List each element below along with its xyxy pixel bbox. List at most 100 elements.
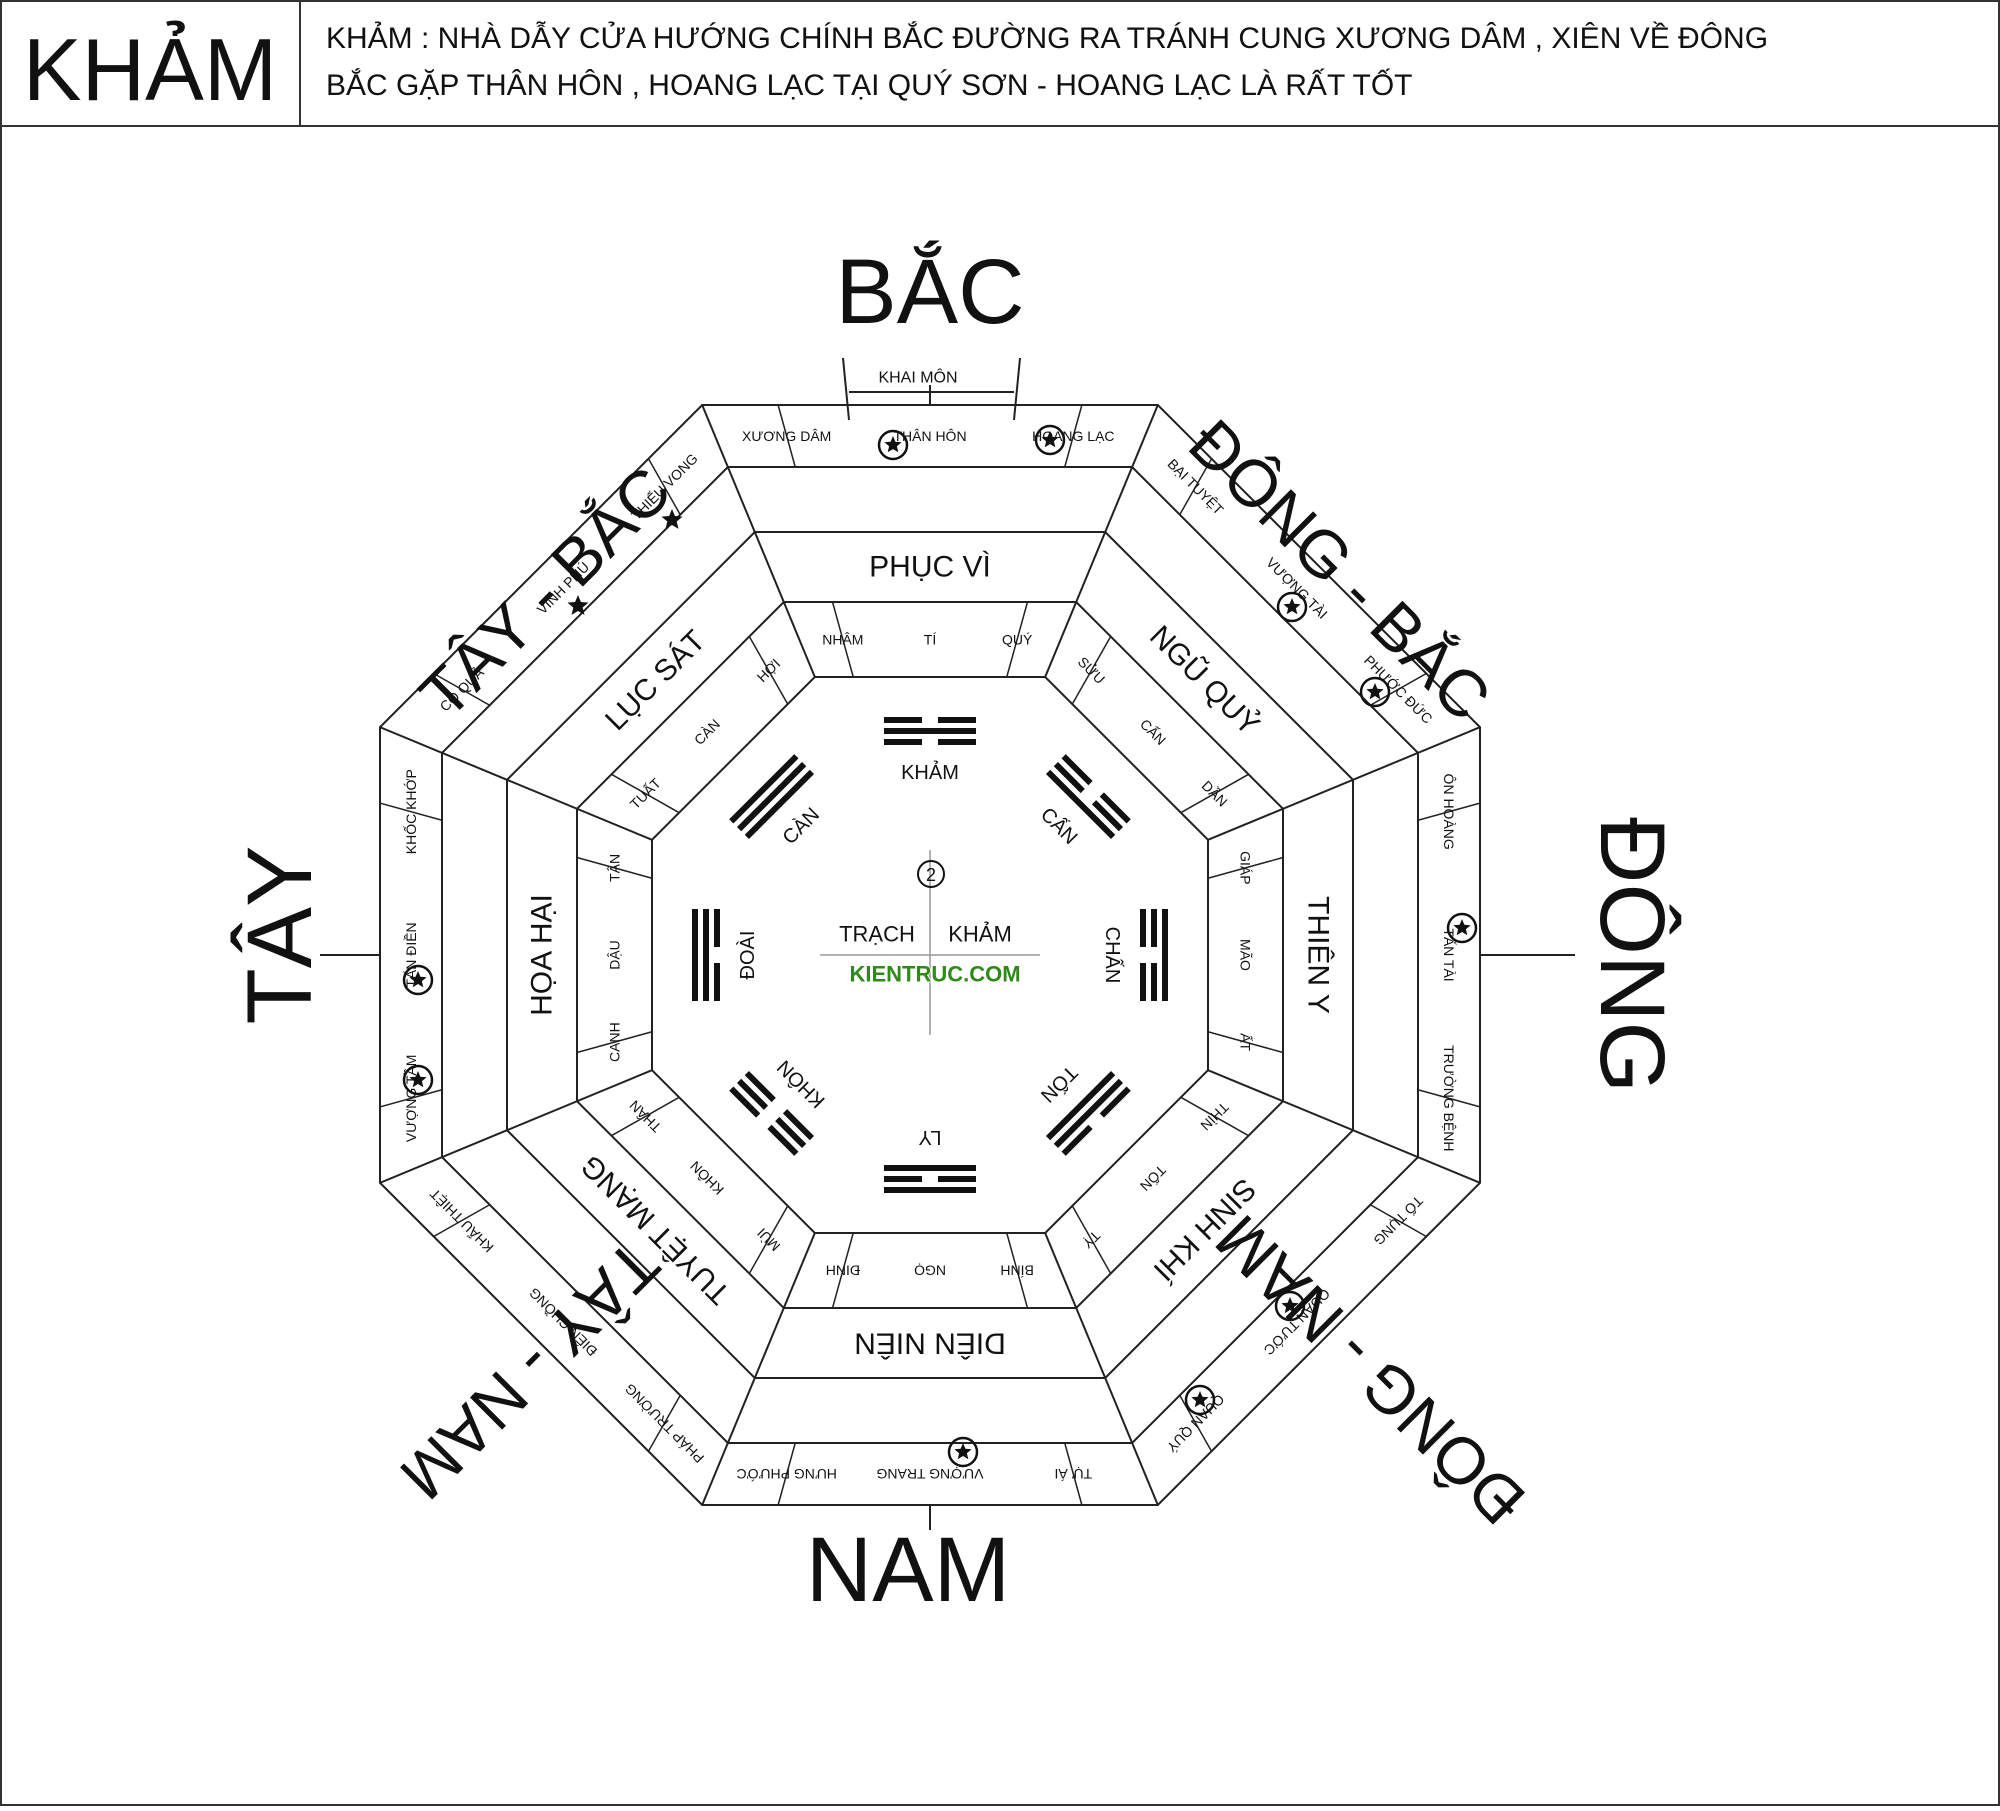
subsection-divider [1369, 672, 1427, 706]
mountain-label: BÍNH [1000, 1263, 1033, 1279]
mountain-label: TUẤT [627, 775, 664, 812]
direction-label-n: BẮC [835, 239, 1024, 343]
sector-corner-line [701, 1232, 816, 1506]
subsection-divider [1179, 458, 1213, 516]
mountain-label: CANH [607, 1022, 623, 1062]
trigram-line-solid [744, 769, 815, 840]
octagon-rings [379, 404, 1481, 1506]
trigram-line-broken [1091, 800, 1124, 832]
trigram-line-broken [744, 1070, 776, 1103]
subsection-divider [433, 1204, 491, 1238]
door-fortune-label: KHẨU THIỆT [426, 1185, 497, 1256]
trigram-line-broken [729, 1086, 761, 1118]
mountain-label: CẤN [1137, 716, 1169, 748]
door-fortune-label: THÂN HÔN [893, 428, 966, 444]
subsection-divider [1006, 601, 1029, 678]
subsection-divider [1179, 1394, 1213, 1452]
door-fortune-label: KHỐC KHỚP [402, 769, 419, 854]
trigram-line-broken [1099, 1086, 1131, 1118]
subsection-divider [1064, 1442, 1083, 1506]
door-fortune-label: PHÁP TRƯỜNG [622, 1380, 708, 1466]
trigram-name: CÀN [778, 803, 824, 849]
subsection-divider [777, 1442, 796, 1506]
star-in-circle-icon [1359, 676, 1391, 708]
subsection-divider [433, 672, 491, 706]
sector-corner-line [701, 404, 816, 678]
khai-mon-bracket [842, 357, 1021, 421]
center-number-circle [917, 860, 945, 888]
trigram-line-broken [1061, 1124, 1093, 1156]
star-icon [567, 595, 589, 615]
mountain-label: MÃO [1238, 939, 1254, 971]
header-description-line-1: KHẢM : NHÀ DẪY CỬA HƯỚNG CHÍNH BẮC ĐƯỜNG… [326, 21, 1768, 55]
center-number: 2 [926, 865, 936, 885]
door-fortune-label: HOANG LẠC [1032, 428, 1114, 444]
star-in-circle-icon [402, 964, 434, 996]
trigram-name: LY [919, 1126, 942, 1148]
door-fortune-label: HƯNG PHƯỚC [736, 1466, 836, 1482]
door-fortune-label: ÔN HOÀNG [1441, 774, 1457, 850]
subsection-divider [379, 802, 443, 821]
sector-corner-line [1044, 1232, 1159, 1506]
star-in-circle-icon [1366, 683, 1384, 700]
door-fortune-label: TỰ ÁI [1055, 1466, 1093, 1482]
trigram-line-solid [1045, 1070, 1116, 1141]
star-in-circle-icon [402, 1064, 434, 1096]
star-icon [661, 509, 683, 529]
door-fortune-label: TỐ TỤNG [1370, 1193, 1426, 1249]
star-in-circle-icon [954, 1443, 972, 1460]
subsection-divider [1006, 1232, 1029, 1309]
star-in-circle-icon [1281, 1297, 1299, 1314]
mountain-label: TỐN [1137, 1162, 1170, 1195]
trigram-name: ĐOÀI [736, 931, 759, 980]
khai-mon-label: KHAI MÔN [878, 368, 957, 387]
mountain-label: THÌN [1197, 1099, 1231, 1133]
subsection-divider [831, 1232, 854, 1309]
star-in-circle-icon [1034, 424, 1066, 456]
trigram-line-broken [782, 1109, 815, 1141]
star-in-circle-icon [1184, 1384, 1216, 1416]
direction-label-se: ĐÔNG - NAM [1201, 1201, 1539, 1539]
center-label-kham: KHẢM [948, 922, 1012, 947]
trigram-line-broken [1099, 792, 1131, 824]
door-fortune-label: VƯỢNG TẦM [403, 1055, 419, 1143]
mountain-label: DẬU [607, 940, 623, 970]
subsection-divider [748, 1205, 789, 1274]
trigram-name: CHẤN [1101, 927, 1124, 984]
star-palace-label: LỤC SÁT [599, 624, 712, 737]
trigram-name: CẤN [1036, 803, 1082, 849]
direction-label-e: ĐÔNG [1581, 817, 1683, 1093]
mountain-label: CÀN [691, 716, 723, 748]
subsection-divider [1207, 856, 1284, 879]
star-in-circle-icon [884, 436, 902, 453]
mountain-label: TÂN [607, 854, 623, 882]
mountain-label: ẤT [1238, 1033, 1254, 1051]
trigram-name: KHẢM [901, 761, 959, 784]
mountain-label: GIÁP [1238, 851, 1254, 884]
subsection-divider [379, 1089, 443, 1108]
trigram-line-broken [736, 1078, 769, 1110]
header-description-line-2: BẮC GẶP THÂN HÔN , HOANG LẠC TẠI QUÝ SƠN… [326, 68, 1413, 102]
mountain-label: DẦN [1199, 777, 1231, 809]
mountain-label: ĐINH [826, 1263, 860, 1279]
subsection-divider [1071, 636, 1112, 705]
sector-corner-line [1207, 1069, 1481, 1184]
subsection-divider [576, 856, 653, 879]
star-in-circle-icon [409, 1071, 427, 1088]
star-palace-label: HỌA HẠI [526, 894, 559, 1016]
center-label-trach: TRẠCH [839, 922, 915, 947]
trigram-name: TỐN [1036, 1061, 1083, 1108]
door-fortune-label: TẤN TÀI [1441, 928, 1457, 981]
subsection-divider [647, 458, 681, 516]
sector-corner-line [1044, 404, 1159, 678]
mountain-label: SỬU [1075, 653, 1109, 687]
star-in-circle-icon [877, 429, 909, 461]
subsection-divider [1207, 1031, 1284, 1054]
mountain-label: QUÝ [1002, 632, 1033, 648]
trigram-name: KHÔN [772, 1055, 829, 1112]
subsection-divider [831, 601, 854, 678]
door-fortune-label: XƯƠNG DÂM [742, 428, 831, 444]
